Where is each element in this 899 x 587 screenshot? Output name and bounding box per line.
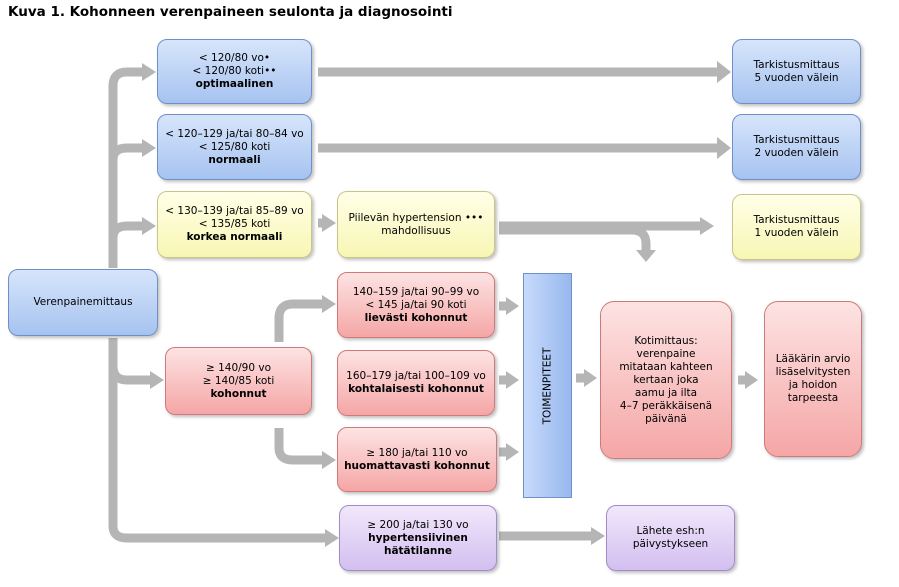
kotimittaus-line4: kertaan joka [633,373,699,386]
arrowhead-lievasti [322,295,336,313]
tarkistus-5-line2: 5 vuoden välein [754,71,839,84]
arrowhead-tark2 [717,137,731,159]
kotimittaus-box: Kotimittaus: verenpaine mitataan kahteen… [600,301,732,459]
korkea-normaali-line2: < 135/85 koti [198,218,271,230]
normaali-line1: < 120–129 ja/tai 80–84 vo [165,127,304,140]
optimaalinen-line1: < 120/80 vo• [198,52,271,64]
kohtalaisesti-label: kohtalaisesti kohonnut [348,383,484,395]
kohonnut-line2: ≥ 140/85 koti [202,374,275,387]
arrowhead-tark1 [700,217,714,235]
normaali-box: < 120–129 ja/tai 80–84 vo < 125/80 koti … [157,114,312,180]
arrowhead-normaali [142,139,156,157]
hatatilanne-line2: hypertensiivinen [368,531,468,544]
lahete-line2: päivystykseen [632,538,709,550]
huomattavasti-kohonnut-box: ≥ 180 ja/tai 110 vo huomattavasti kohonn… [337,427,497,492]
arrow-to-hatatilanne [108,366,325,543]
verenpainemittaus-box: Verenpainemittaus [8,269,158,336]
kotimittaus-line1: Kotimittaus: [634,334,698,347]
tarkistus-1-box: Tarkistusmittaus 1 vuoden välein [732,194,861,260]
laakarin-arvio-box: Lääkärin arvio lisäselvitysten ja hoidon… [764,301,862,457]
arrowhead-lahete [591,527,605,545]
piilevan-hypertension-box: Piilevän hypertension ••• mahdollisuus [337,191,495,258]
optimaalinen-label: optimaalinen [195,78,274,90]
piilevan-line2: mahdollisuus [381,224,451,237]
arrowhead-kohonnut [150,371,164,389]
kotimittaus-line5: aamu ja ilta [634,386,698,399]
tarkistus-2-line1: Tarkistusmittaus [753,134,840,146]
kotimittaus-line6: 4–7 peräkkäisenä [619,399,713,412]
hatatilanne-box: ≥ 200 ja/tai 130 vo hypertensiivinen hät… [339,505,497,571]
arrowhead-toimenpiteet-3 [506,443,519,461]
korkea-normaali-box: < 130–139 ja/tai 85–89 vo < 135/85 koti … [157,191,312,258]
normaali-label: normaali [208,153,261,166]
lievasti-kohonnut-box: 140–159 ja/tai 90–99 vo < 145 ja/tai 90 … [337,272,495,338]
kohonnut-label: kohonnut [210,387,267,400]
arrow-kohonnut-to-lievasti [274,299,323,342]
arrowhead-toimenpiteet-2 [506,371,519,389]
laakari-line1: Lääkärin arvio [775,353,851,365]
kotimittaus-line3: mitataan kahteen [619,360,713,373]
laakari-line3: ja hoidon [788,379,838,391]
piilevan-line1: Piilevän hypertension ••• [348,211,484,224]
arrow-to-korkea-normaali [108,221,142,239]
tarkistus-5-line1: Tarkistusmittaus [753,58,840,71]
tarkistus-2-line2: 2 vuoden välein [754,147,839,159]
huomattavasti-line1: ≥ 180 ja/tai 110 vo [366,446,468,459]
arrowhead-kotimittaus [584,369,597,387]
arrowhead-korkea [142,217,156,235]
toimenpiteet-bar: TOIMENPITEET [523,273,572,498]
arrowhead-laakari [745,371,758,389]
lievasti-label: lievästi kohonnut [364,311,468,324]
lievasti-line2: < 145 ja/tai 90 koti [365,298,467,311]
tarkistus-1-line2: 1 vuoden välein [754,227,839,239]
laakari-line4: tarpeesta [787,392,839,404]
arrowhead-piilevan [322,214,336,232]
kohtalaisesti-line1: 160–179 ja/tai 100–109 vo [346,370,486,382]
arrowhead-huomattavasti [322,451,336,469]
arrow-to-kohonnut [108,338,150,385]
hatatilanne-label: hätätilanne [383,544,453,557]
tarkistus-2-box: Tarkistusmittaus 2 vuoden välein [732,114,861,180]
kotimittaus-line7: päivänä [645,412,687,425]
toimenpiteet-label: TOIMENPITEET [541,347,554,424]
arrowhead-tark5 [717,61,731,83]
hatatilanne-line1: ≥ 200 ja/tai 130 vo [367,518,469,531]
lievasti-line1: 140–159 ja/tai 90–99 vo [352,285,480,298]
normaali-line2: < 125/80 koti [198,140,271,153]
kohtalaisesti-kohonnut-box: 160–179 ja/tai 100–109 vo kohtalaisesti … [337,350,495,416]
tarkistus-5-box: Tarkistusmittaus 5 vuoden välein [732,39,861,104]
figure-title: Kuva 1. Kohonneen verenpaineen seulonta … [8,4,453,20]
arrow-kohonnut-to-huomattavasti [274,428,323,465]
korkea-normaali-line1: < 130–139 ja/tai 85–89 vo [165,205,304,217]
korkea-normaali-label: korkea normaali [186,231,283,243]
arrow-to-normaali [108,143,142,161]
arrow-to-optimaalinen [108,67,142,268]
arrowhead-optimaalinen [142,63,156,81]
lahete-line1: Lähete esh:n [636,525,705,537]
lahete-box: Lähete esh:n päivystykseen [606,505,735,571]
arrowhead-piilevan-down [636,250,656,262]
kohonnut-box: ≥ 140/90 vo ≥ 140/85 koti kohonnut [165,347,312,415]
arrow-piilevan-down [499,225,651,252]
huomattavasti-label: huomattavasti kohonnut [344,459,490,472]
optimaalinen-box: < 120/80 vo• < 120/80 koti•• optimaaline… [157,39,312,104]
verenpainemittaus-label: Verenpainemittaus [33,296,133,308]
tarkistus-1-line1: Tarkistusmittaus [753,214,840,226]
arrowhead-toimenpiteet-1 [506,297,519,315]
kohonnut-line1: ≥ 140/90 vo [205,361,272,374]
kotimittaus-line2: verenpaine [636,347,696,360]
arrowhead-hatatilanne [325,529,339,547]
optimaalinen-line2: < 120/80 koti•• [192,65,277,77]
laakari-line2: lisäselvitysten [775,366,851,378]
